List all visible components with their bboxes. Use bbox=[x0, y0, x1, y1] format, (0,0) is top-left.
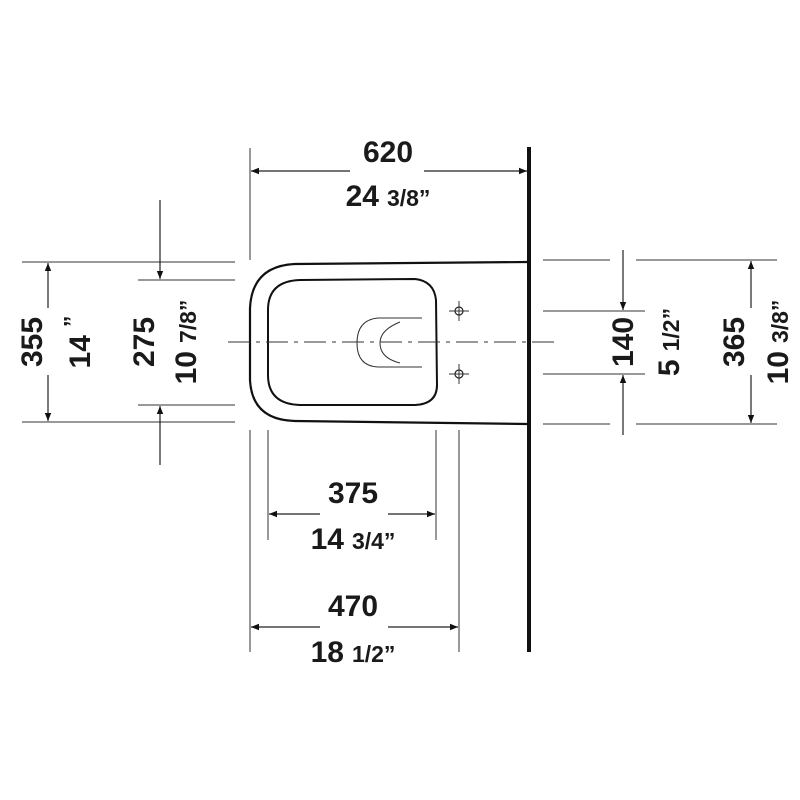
dimension-mm-label: 355 bbox=[16, 317, 49, 367]
dimension-inner-width: 275 10 7/8” bbox=[128, 200, 203, 465]
dimension-mm-label: 470 bbox=[328, 590, 378, 623]
dimension-mm-label: 365 bbox=[718, 317, 751, 367]
dimension-mm-label: 620 bbox=[363, 136, 413, 169]
dimension-mm-label: 375 bbox=[328, 477, 378, 510]
dimension-overall-width: 355 14 ” bbox=[16, 263, 97, 421]
dimension-inch-label: 18 1/2” bbox=[311, 636, 396, 669]
dimension-bolt-spacing: 140 5 1/2” bbox=[607, 250, 686, 435]
dimension-inch-label: 5 1/2” bbox=[653, 308, 686, 376]
extension-lines bbox=[22, 148, 777, 652]
dimension-wall-width: 365 10 3/8” bbox=[718, 261, 795, 423]
dimension-inch-label: 10 7/8” bbox=[170, 300, 203, 385]
dimension-inch-label: 10 3/8” bbox=[762, 300, 795, 385]
bolt-hole-icon bbox=[449, 364, 469, 384]
dimension-bolt-to-front: 375 14 3/4” bbox=[269, 477, 435, 556]
dimension-inch-label: 14 3/4” bbox=[311, 523, 396, 556]
dimension-overall-depth: 620 24 3/8” bbox=[251, 136, 527, 213]
dimension-mm-label: 140 bbox=[607, 317, 640, 367]
toilet-outline bbox=[248, 260, 528, 426]
bolt-hole-icon bbox=[449, 301, 469, 321]
dimension-inch-label: 24 3/8” bbox=[346, 180, 431, 213]
dimension-mm-label: 275 bbox=[128, 317, 161, 367]
dimension-inch-label: 14 ” bbox=[59, 316, 97, 369]
dimension-rim-to-wall: 470 18 1/2” bbox=[251, 590, 458, 669]
